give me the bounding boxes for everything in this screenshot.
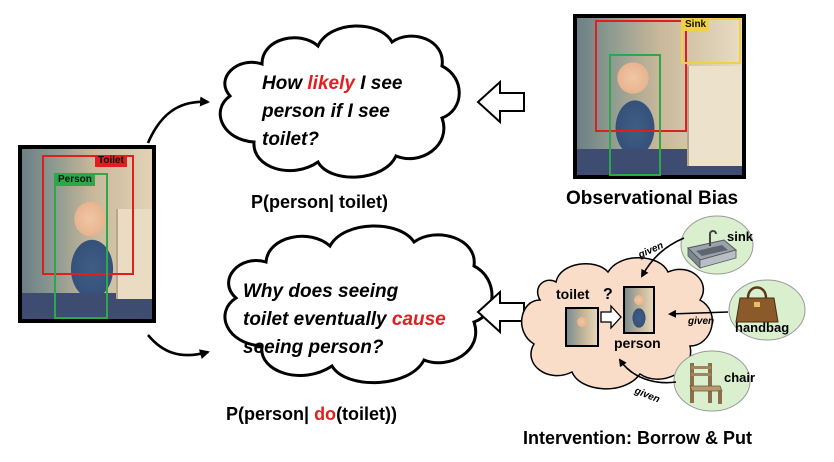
top-right-photo: Sink — [573, 14, 746, 179]
hollow-arrow-top — [476, 79, 525, 125]
bottom-thought-cloud — [223, 224, 494, 384]
top-cloud-line-1: How likely I see — [262, 73, 403, 94]
sink-icon — [687, 230, 738, 269]
do-highlight: do — [314, 404, 337, 424]
top-cloud-line-3: toilet? — [262, 129, 319, 150]
formula-intervention: P(person| do(toilet)) — [226, 404, 398, 424]
arrow-image-to-bottom-cloud — [146, 334, 210, 360]
person-bounding-box-2 — [609, 54, 661, 176]
formula-conditional: P(person| toilet) — [251, 192, 389, 212]
handbag-object-label: handbag — [735, 320, 790, 335]
intervention-person-label: person — [614, 335, 661, 351]
chair-object-label: chair — [724, 370, 756, 385]
sink-object-label: sink — [727, 229, 754, 244]
bottom-cloud-line-3: seeing person? — [243, 337, 384, 358]
cause-highlight: cause — [391, 309, 446, 330]
bottom-cloud-line-1: Why does seeing — [243, 281, 399, 302]
toilet-box-label: Toilet — [95, 155, 127, 167]
heading-observational-bias: Observational Bias — [566, 188, 739, 209]
sink-bounding-box — [681, 18, 741, 64]
intervention-question-mark: ? — [603, 286, 613, 303]
handbag-icon — [735, 286, 779, 323]
heading-intervention: Intervention: Borrow & Put — [523, 428, 752, 448]
given-arrow-sink — [641, 237, 685, 278]
sink-box-label: Sink — [682, 19, 710, 31]
given-arrow-handbag — [668, 309, 729, 318]
person-bounding-box — [54, 173, 108, 319]
likely-highlight: likely — [307, 73, 355, 94]
given-arrow-chair — [618, 358, 677, 384]
cause-arrow — [600, 304, 622, 330]
person-box-label: Person — [55, 174, 95, 186]
intervention-toilet-thumbnail — [565, 307, 599, 347]
top-cloud-text: How likely I see person if I see toilet? — [262, 70, 452, 154]
intervention-toilet-label: toilet — [556, 286, 590, 302]
intervention-person-thumbnail — [623, 286, 655, 334]
top-thought-cloud — [218, 24, 461, 179]
left-photo: Toilet Person — [18, 145, 156, 323]
toilet-bounding-box — [42, 155, 134, 275]
bottom-cloud-text: Why does seeing toilet eventually cause … — [243, 278, 483, 362]
toilet-bounding-box-2 — [595, 20, 687, 132]
arrow-image-to-top-cloud — [146, 96, 210, 144]
given-label-handbag: given — [688, 316, 715, 327]
bottom-cloud-line-2: toilet eventually cause — [243, 309, 446, 330]
chair-icon — [689, 363, 723, 404]
top-cloud-line-2: person if I see — [262, 101, 390, 122]
